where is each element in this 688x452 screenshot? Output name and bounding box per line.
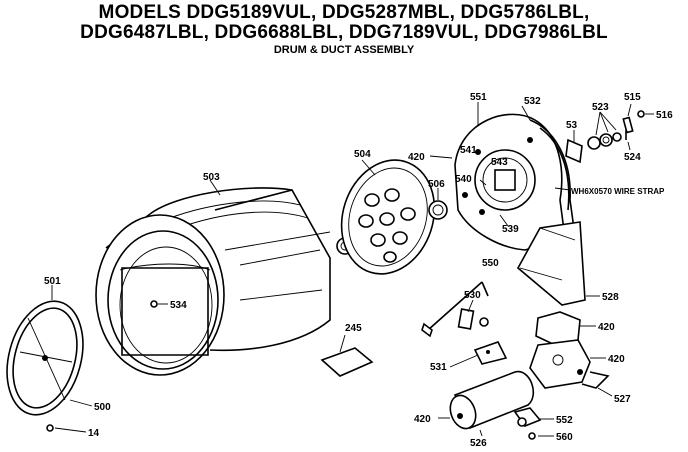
diagram-title-line-1: MODELS DDG5189VUL, DDG5287MBL, DDG5786LB… — [98, 2, 590, 23]
callout-530: 530 — [464, 290, 481, 301]
callout-543: 543 — [491, 157, 508, 168]
callout-506: 506 — [428, 179, 445, 190]
diagram-title-line-2: DDG6487LBL, DDG6688LBL, DDG7189VUL, DDG7… — [80, 22, 608, 43]
diagram-subtitle: DRUM & DUCT ASSEMBLY — [273, 44, 415, 56]
callout-500: 500 — [94, 402, 111, 413]
callout-53: 53 — [566, 120, 578, 131]
callout-420-right: 420 — [608, 354, 625, 365]
callout-524: 524 — [624, 152, 641, 163]
drum-back-part — [340, 159, 436, 275]
callout-540: 540 — [455, 174, 472, 185]
callout-523: 523 — [592, 102, 609, 113]
callout-420-mount: 420 — [598, 322, 615, 333]
callout-541: 541 — [460, 145, 477, 156]
front-seal-part — [6, 300, 84, 416]
callout-552: 552 — [556, 415, 573, 426]
callout-503: 503 — [203, 172, 220, 183]
motor-mount-part — [529, 311, 610, 389]
callout-14: 14 — [88, 428, 100, 439]
bearing-part — [428, 200, 448, 220]
callout-420-motor: 420 — [414, 414, 431, 425]
callout-532: 532 — [524, 96, 541, 107]
small-hardware-parts — [565, 110, 645, 164]
callout-516: 516 — [656, 110, 673, 121]
callout-531: 531 — [430, 362, 447, 373]
rear-panel-part — [454, 113, 576, 251]
callout-wire-strap: WH6X0570 WIRE STRAP — [571, 187, 665, 196]
callout-245: 245 — [345, 323, 362, 334]
callout-551: 551 — [470, 92, 487, 103]
callout-528: 528 — [602, 292, 619, 303]
switch-and-wiring-part — [421, 281, 489, 338]
motor-526-part — [449, 371, 534, 430]
leader-lines — [46, 102, 654, 437]
callout-550: 550 — [482, 258, 499, 269]
drum-support-245-part — [320, 347, 374, 377]
callout-515: 515 — [624, 92, 641, 103]
callout-501: 501 — [44, 276, 61, 287]
callout-560: 560 — [556, 432, 573, 443]
callout-534: 534 — [170, 300, 187, 311]
callout-539: 539 — [502, 224, 519, 235]
callout-420-top: 420 — [408, 152, 425, 163]
callout-526: 526 — [470, 438, 487, 449]
motor-clip-parts — [513, 407, 542, 440]
blower-duct-part — [516, 221, 586, 306]
callout-527: 527 — [614, 394, 631, 405]
drum-part — [95, 187, 354, 376]
callout-504: 504 — [354, 149, 371, 160]
bracket-531-part — [473, 341, 508, 365]
